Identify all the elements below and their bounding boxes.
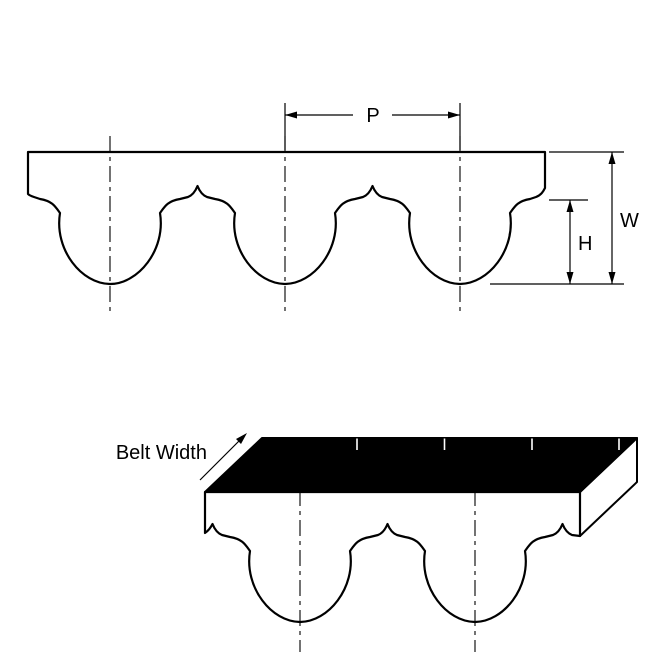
arrowhead-diagonal-icon: [236, 433, 247, 444]
arrowhead-left-icon: [285, 111, 297, 119]
dimension-pitch: P: [284, 103, 461, 150]
belt-front-profile: [203, 490, 582, 624]
belt-width-label: Belt Width: [116, 442, 207, 464]
belt-width-callout: Belt Width: [116, 433, 247, 481]
arrowhead-up-icon: [608, 152, 616, 164]
arrowhead-up-icon: [566, 200, 574, 212]
arrowhead-down-icon: [608, 272, 616, 284]
arrowhead-right-icon: [448, 111, 460, 119]
overall-height-label: W: [620, 210, 639, 232]
dimension-overall-height: W: [490, 151, 639, 285]
pitch-label: P: [366, 105, 379, 127]
dimension-tooth-height: H: [549, 199, 592, 284]
tooth-height-label: H: [578, 233, 592, 255]
belt-top-face: [204, 437, 638, 493]
arrowhead-down-icon: [566, 272, 574, 284]
belt-profile-section: [26, 150, 547, 286]
